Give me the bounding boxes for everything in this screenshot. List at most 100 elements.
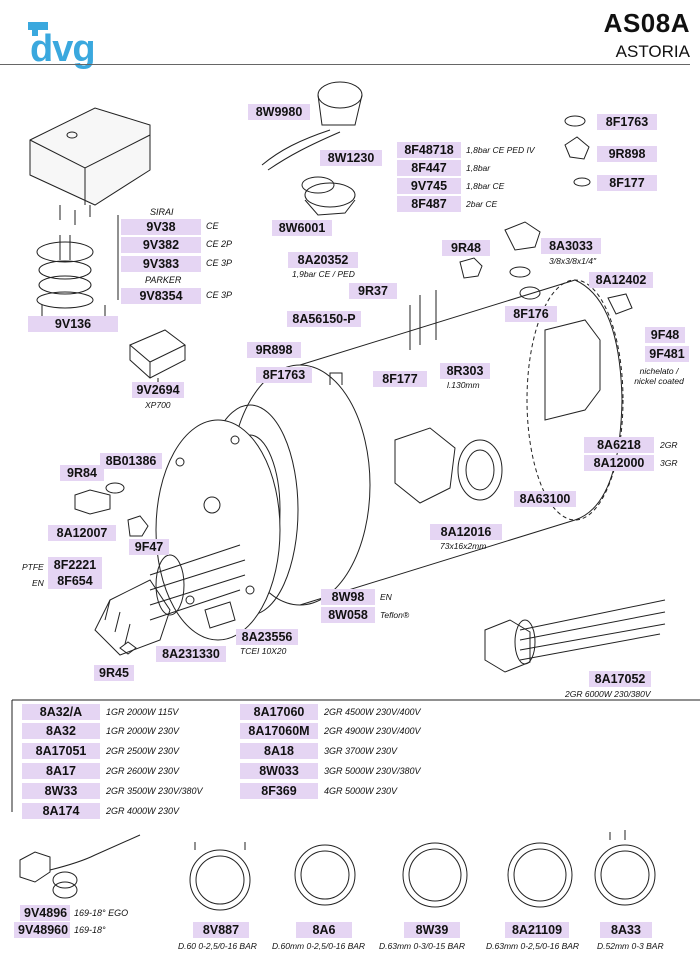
- sirai-label: SIRAI: [150, 207, 174, 217]
- note-8A17052: 2GR 6000W 230/380V: [565, 689, 651, 699]
- part-8A33[interactable]: 8A33: [600, 922, 652, 938]
- part-9R37[interactable]: 9R37: [349, 283, 397, 299]
- part-8W1230[interactable]: 8W1230: [320, 150, 382, 166]
- table-left-code-5[interactable]: 8A174: [22, 803, 100, 819]
- note-8A23556: TCEI 10X20: [240, 646, 287, 656]
- note-8F487: 2bar CE: [466, 199, 498, 209]
- table-right-code-2[interactable]: 8A18: [240, 743, 318, 759]
- part-9R898-mid[interactable]: 9R898: [247, 342, 301, 358]
- note-9V2694: XP700: [145, 400, 171, 410]
- part-9V383[interactable]: 9V383: [121, 256, 201, 272]
- note-9F481: nichelato / nickel coated: [634, 366, 684, 386]
- note-8F48718: 1,8bar CE PED IV: [466, 145, 535, 155]
- model-subtitle: ASTORIA: [615, 42, 690, 61]
- part-8A231330[interactable]: 8A231330: [156, 646, 226, 662]
- part-8A12007[interactable]: 8A12007: [48, 525, 116, 541]
- note-8A21109: D.63mm 0-2,5/0-16 BAR: [486, 941, 580, 951]
- note-8A6: D.60mm 0-2,5/0-16 BAR: [272, 941, 366, 951]
- part-9R898-top[interactable]: 9R898: [597, 146, 657, 162]
- part-8F177-mid[interactable]: 8F177: [373, 371, 427, 387]
- part-8A23556[interactable]: 8A23556: [236, 629, 298, 645]
- part-8F654[interactable]: 8F654: [48, 573, 102, 589]
- part-8A6218[interactable]: 8A6218: [584, 437, 654, 453]
- note-8W98: EN: [380, 592, 392, 602]
- part-8F48718[interactable]: 8F48718: [397, 142, 461, 158]
- part-8W9980[interactable]: 8W9980: [248, 104, 310, 120]
- part-9R48[interactable]: 9R48: [442, 240, 490, 256]
- boiler-drawing: [229, 221, 633, 606]
- note-9V38: CE: [206, 221, 219, 231]
- note-8A6218: 2GR: [660, 440, 678, 450]
- note-8A12016: 73x16x2mm: [440, 541, 487, 551]
- part-9V4896[interactable]: 9V4896: [20, 905, 70, 921]
- part-8F176[interactable]: 8F176: [505, 306, 557, 322]
- part-9V48960[interactable]: 9V48960: [14, 922, 70, 938]
- part-8V887[interactable]: 8V887: [193, 922, 249, 938]
- prefix-en: EN: [32, 578, 44, 588]
- part-9V2694[interactable]: 9V2694: [132, 382, 184, 398]
- part-9F481[interactable]: 9F481: [645, 346, 689, 362]
- part-8F447[interactable]: 8F447: [397, 160, 461, 176]
- table-right-code-4[interactable]: 8F369: [240, 783, 318, 799]
- part-9R45[interactable]: 9R45: [94, 665, 134, 681]
- part-8F2221[interactable]: 8F2221: [48, 557, 102, 573]
- note-8V887: D.60 0-2,5/0-16 BAR: [178, 941, 257, 951]
- table-right-desc-0: 2GR 4500W 230V/400V: [324, 707, 421, 717]
- part-9V136[interactable]: 9V136: [28, 316, 118, 332]
- part-8A3033[interactable]: 8A3033: [541, 238, 601, 254]
- part-9V38[interactable]: 9V38: [121, 219, 201, 235]
- part-9V745[interactable]: 9V745: [397, 178, 461, 194]
- note-9V48960: 169-18°: [74, 925, 106, 935]
- table-right-code-3[interactable]: 8W033: [240, 763, 318, 779]
- table-right-code-1[interactable]: 8A17060M: [240, 723, 318, 739]
- table-left-code-4[interactable]: 8W33: [22, 783, 100, 799]
- part-8F1763-mid[interactable]: 8F1763: [256, 367, 312, 383]
- table-left-desc-5: 2GR 4000W 230V: [106, 806, 180, 816]
- table-left-desc-4: 2GR 3500W 230V/380V: [106, 786, 203, 796]
- note-8W058: Teflon®: [380, 610, 410, 620]
- table-right-desc-1: 2GR 4900W 230V/400V: [324, 726, 421, 736]
- note-9V8354: CE 3P: [206, 290, 233, 300]
- table-left-code-3[interactable]: 8A17: [22, 763, 100, 779]
- valve-drawing: [261, 81, 363, 216]
- table-left-desc-3: 2GR 2600W 230V: [106, 766, 180, 776]
- part-8F177-top[interactable]: 8F177: [597, 175, 657, 191]
- table-left-code-0[interactable]: 8A32/A: [22, 704, 100, 720]
- part-9V382[interactable]: 9V382: [121, 237, 201, 253]
- note-9V383: CE 3P: [206, 258, 233, 268]
- part-9V8354[interactable]: 9V8354: [121, 288, 201, 304]
- part-8A17052[interactable]: 8A17052: [589, 671, 651, 687]
- part-8R303[interactable]: 8R303: [440, 363, 490, 379]
- table-left-code-2[interactable]: 8A17051: [22, 743, 100, 759]
- faucet-icon: [28, 22, 48, 36]
- part-8W6001[interactable]: 8W6001: [272, 220, 332, 236]
- note-8F447: 1,8bar: [466, 163, 491, 173]
- note-8A3033: 3/8x3/8x1/4": [549, 256, 596, 266]
- part-8A6[interactable]: 8A6: [296, 922, 352, 938]
- part-8A63100[interactable]: 8A63100: [514, 491, 576, 507]
- part-8F487[interactable]: 8F487: [397, 196, 461, 212]
- table-left-code-1[interactable]: 8A32: [22, 723, 100, 739]
- part-8A20352[interactable]: 8A20352: [288, 252, 358, 268]
- part-8A56150-P[interactable]: 8A56150-P: [287, 311, 361, 327]
- table-right-desc-3: 3GR 5000W 230V/380V: [324, 766, 421, 776]
- part-8B01386[interactable]: 8B01386: [100, 453, 162, 469]
- note-8A33: D.52mm 0-3 BAR: [597, 941, 664, 951]
- part-9R84[interactable]: 9R84: [60, 465, 104, 481]
- part-8W39[interactable]: 8W39: [404, 922, 460, 938]
- part-9F47[interactable]: 9F47: [129, 539, 169, 555]
- note-8R303: l.130mm: [447, 380, 480, 390]
- part-8A12402[interactable]: 8A12402: [589, 272, 653, 288]
- part-8W98[interactable]: 8W98: [321, 589, 375, 605]
- part-9F48[interactable]: 9F48: [645, 327, 685, 343]
- table-right-code-0[interactable]: 8A17060: [240, 704, 318, 720]
- part-8A12016[interactable]: 8A12016: [430, 524, 502, 540]
- part-8A21109[interactable]: 8A21109: [505, 922, 569, 938]
- part-8F1763-top[interactable]: 8F1763: [597, 114, 657, 130]
- gauges-drawing: [189, 830, 656, 911]
- note-8W39: D.63mm 0-3/0-15 BAR: [379, 941, 465, 951]
- part-8A12000[interactable]: 8A12000: [584, 455, 654, 471]
- note-9V382: CE 2P: [206, 239, 233, 249]
- part-8W058[interactable]: 8W058: [321, 607, 375, 623]
